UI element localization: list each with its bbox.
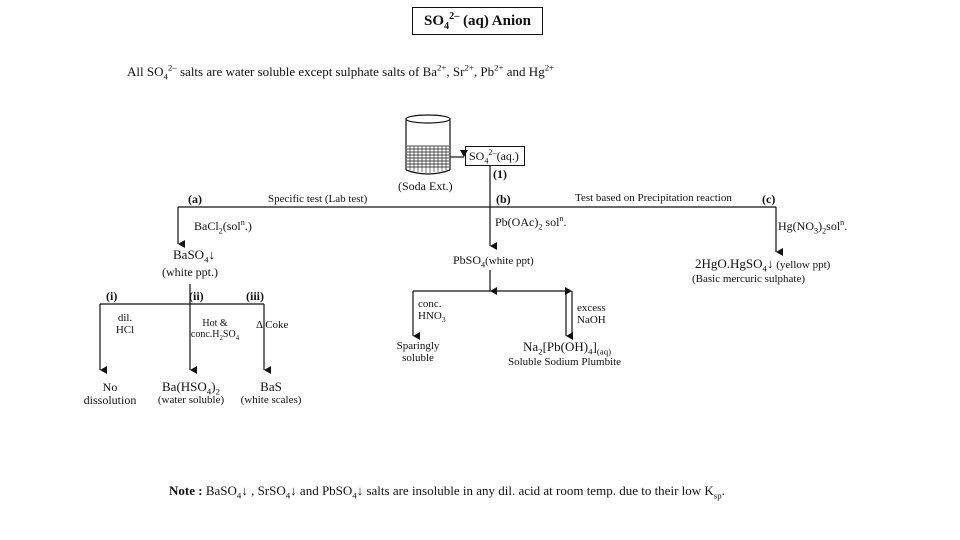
baso4-product: BaSO4↓ bbox=[173, 247, 215, 265]
hgno32-reagent: Hg(NO3)2soln. bbox=[778, 218, 848, 236]
basic-mercuric-sulphate-note: (Basic mercuric sulphate) bbox=[692, 273, 806, 285]
page-title: SO42– (aq) Anion bbox=[412, 7, 543, 35]
ba-hso4-result: Ba(HSO4)2(water soluble) bbox=[157, 379, 225, 407]
baso4-note: (white ppt.) bbox=[162, 265, 218, 279]
branch-a-test: Specific test (Lab test) bbox=[268, 193, 368, 205]
branch-a-label: (a) bbox=[188, 192, 202, 206]
heat-coke-reagent: Δ Coke bbox=[256, 319, 289, 331]
branch-b-label: (b) bbox=[496, 192, 511, 206]
basic-mercuric-sulphate-product: 2HgO.HgSO4↓ (yellow ppt) bbox=[695, 256, 831, 274]
beaker-icon bbox=[405, 114, 451, 175]
bacl2-reagent: BaCl2(soln.) bbox=[194, 218, 252, 236]
pbso4-product: PbSO4(white ppt) bbox=[453, 253, 534, 270]
branch-c-test: Test based on Precipitation reaction bbox=[575, 192, 732, 204]
bottom-note: Note : BaSO4↓ , SrSO4↓ and PbSO4↓ salts … bbox=[169, 483, 725, 501]
pboac2-reagent: Pb(OAc)2 soln. bbox=[495, 214, 567, 232]
hot-conc-h2so4-reagent: Hot &conc.H2SO4 bbox=[190, 318, 240, 342]
sodium-plumbite-formula: Na2[Pb(OH)4](aq) bbox=[523, 339, 612, 357]
soda-extract-label: (Soda Ext.) bbox=[398, 179, 453, 193]
sub-branch-ii-label: (ii) bbox=[189, 289, 204, 303]
sub-branch-iii-label: (iii) bbox=[246, 289, 264, 303]
bas-result: BaS(white scales) bbox=[240, 379, 302, 407]
conc-hno3-reagent: conc.HNO3 bbox=[418, 298, 446, 325]
sulphate-box: SO42–(aq.) bbox=[465, 146, 525, 166]
sub-branch-i-label: (i) bbox=[106, 289, 118, 303]
branch-c-label: (c) bbox=[762, 192, 776, 206]
sodium-plumbite-note: Soluble Sodium Plumbite bbox=[508, 356, 622, 368]
intro-text: All SO42– salts are water soluble except… bbox=[127, 62, 555, 82]
step-label: (1) bbox=[493, 167, 507, 181]
dil-hcl-reagent: dil.HCl bbox=[115, 312, 135, 337]
